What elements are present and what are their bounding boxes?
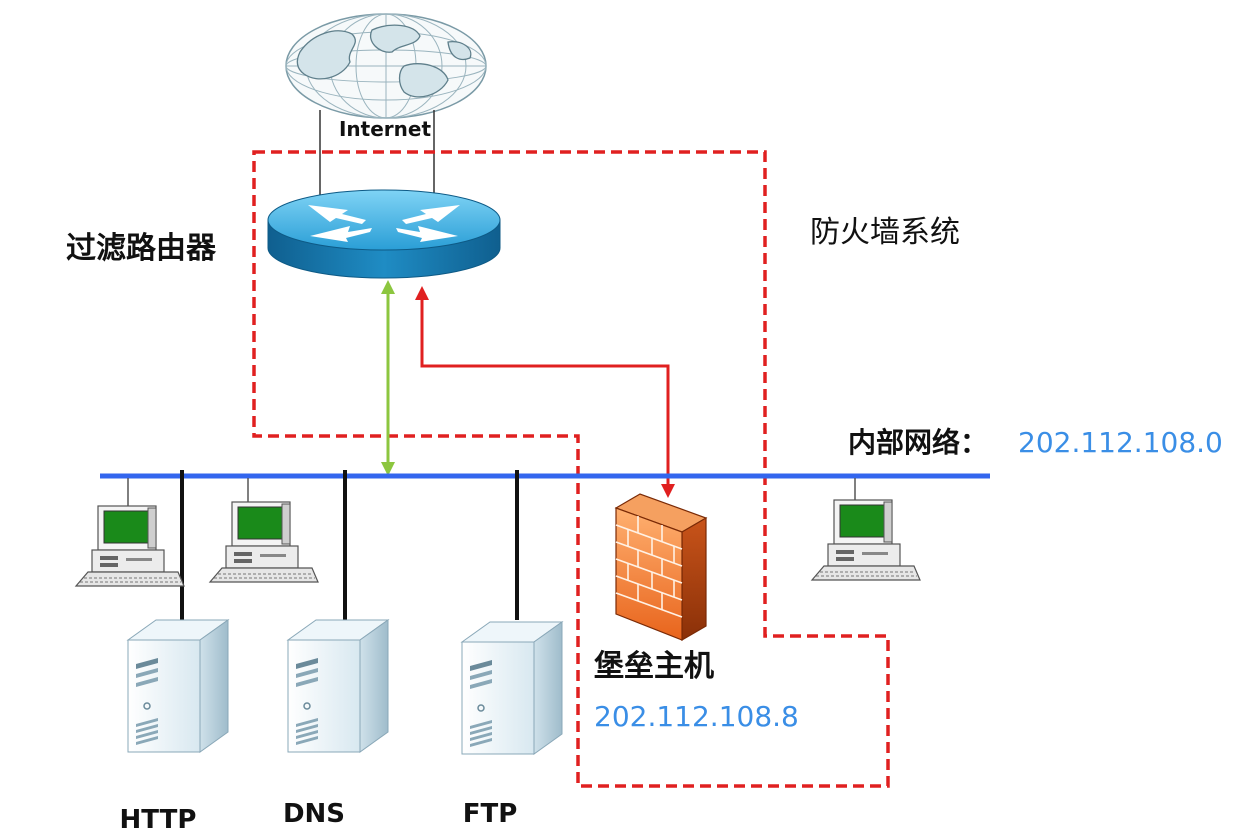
server-label-ftp: FTP	[463, 799, 518, 829]
server-drops	[180, 470, 519, 620]
firewall-system-label: 防火墙系统	[810, 215, 960, 250]
bastion-host-address: 202.112.108.8	[594, 700, 799, 733]
server-icon[interactable]	[287, 619, 389, 753]
router-label: 过滤路由器	[66, 231, 217, 266]
server-label-dns: DNS	[283, 799, 345, 829]
bastion-router-link	[415, 286, 675, 498]
router-network-link	[381, 280, 395, 476]
desktop-computer-icon[interactable]	[811, 499, 921, 581]
desktop-computer-icon[interactable]	[75, 505, 185, 587]
router-icon[interactable]	[267, 189, 501, 279]
server-icon[interactable]	[127, 619, 229, 753]
globe-icon	[285, 13, 487, 119]
internal-network-address: 202.112.108.0	[1018, 426, 1223, 459]
desktop-computer-icon[interactable]	[209, 501, 319, 583]
server-label-http: HTTP	[120, 805, 197, 835]
firewall-system-boundary	[252, 150, 890, 788]
pc-drops	[127, 478, 856, 506]
internal-network-label: 内部网络：	[848, 426, 988, 459]
server-icon[interactable]	[461, 621, 563, 755]
internet-label: Internet	[339, 117, 431, 141]
bastion-host-label: 堡垒主机	[594, 649, 714, 684]
firewall-icon[interactable]	[614, 493, 708, 642]
